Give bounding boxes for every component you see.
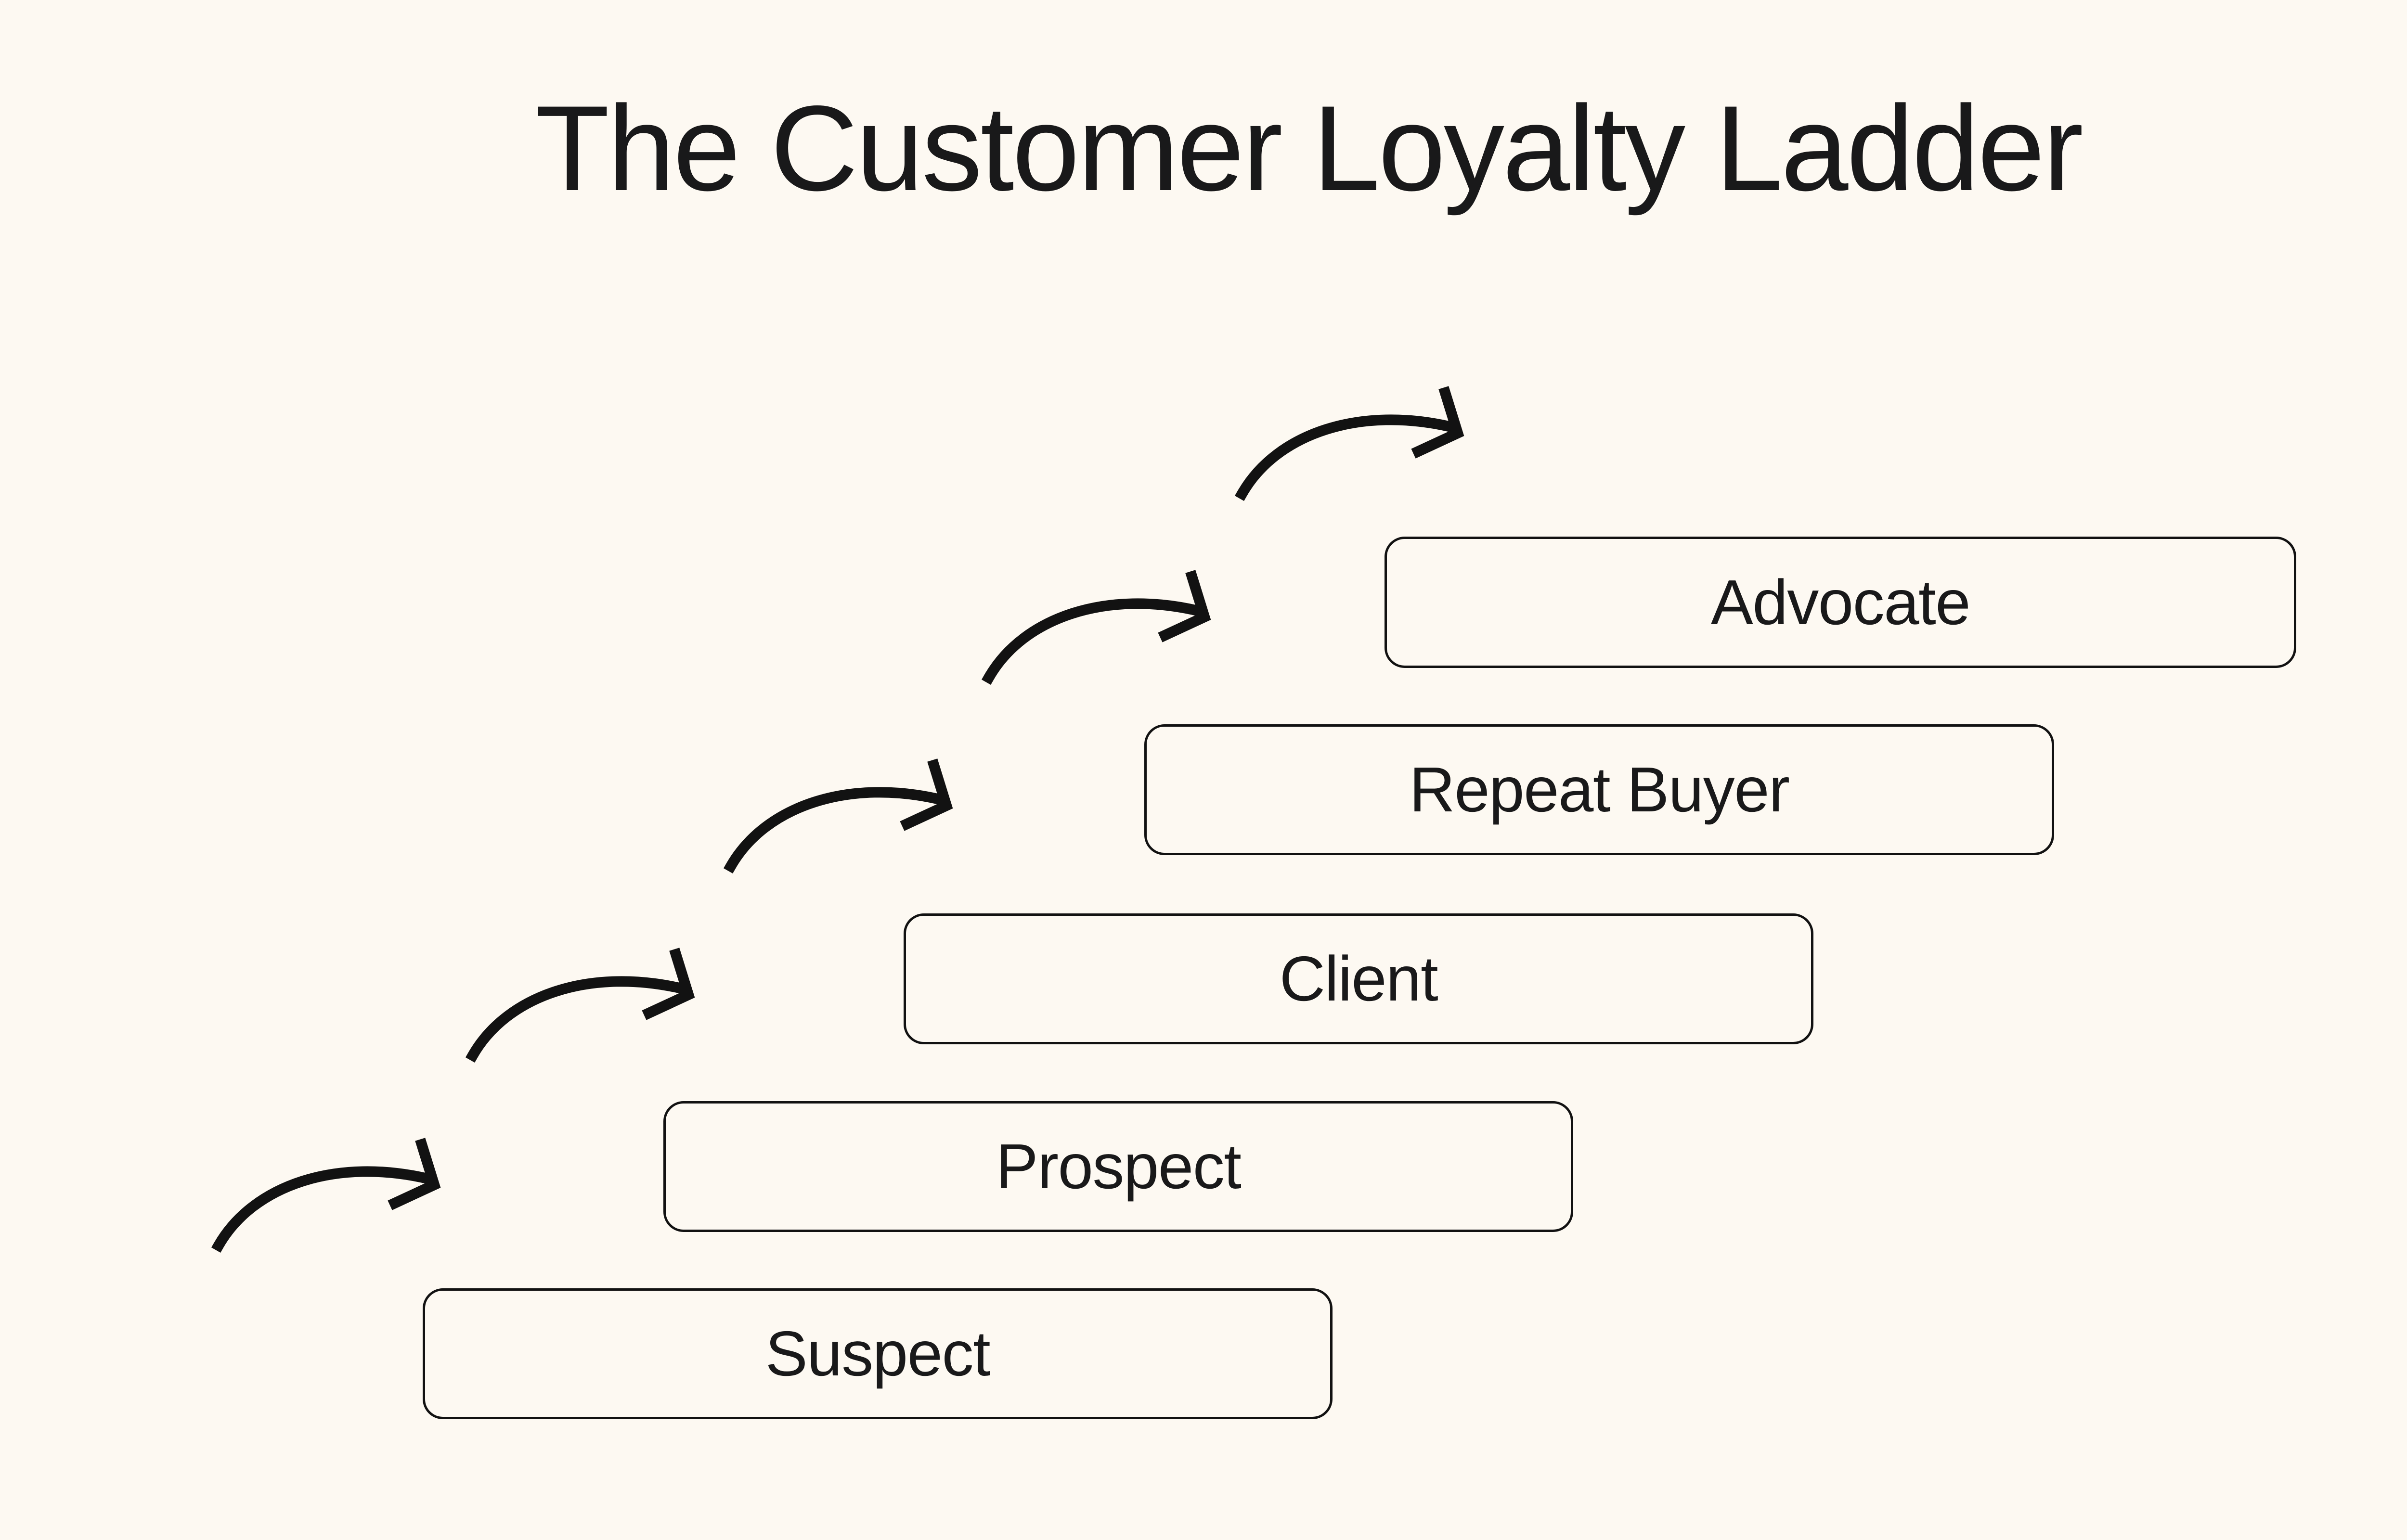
curved-arrow-up-right-icon	[981, 570, 1211, 685]
ladder-step-suspect[interactable]: Suspect	[423, 1288, 1333, 1419]
curved-arrow-up-right-icon	[723, 758, 953, 874]
arrow-advocate-onward	[1234, 374, 1524, 501]
arrow-prospect-to-client	[465, 936, 755, 1063]
ladder-step-label: Client	[1279, 943, 1438, 1014]
ladder-step-client[interactable]: Client	[904, 913, 1813, 1044]
ladder-step-repeat-buyer[interactable]: Repeat Buyer	[1144, 724, 2054, 855]
page-title: The Customer Loyalty Ladder	[535, 81, 2083, 216]
arrow-repeat-buyer-to-advocate	[981, 558, 1271, 685]
ladder-step-label: Suspect	[765, 1318, 991, 1389]
ladder-step-label: Advocate	[1710, 566, 1971, 638]
curved-arrow-up-right-icon	[1234, 386, 1464, 501]
ladder-step-label: Repeat Buyer	[1409, 754, 1790, 825]
arrow-client-to-repeat-buyer	[723, 747, 1013, 874]
curved-arrow-up-right-icon	[465, 948, 695, 1063]
ladder-step-label: Prospect	[996, 1131, 1242, 1202]
ladder-step-prospect[interactable]: Prospect	[663, 1101, 1573, 1232]
arrow-suspect-to-prospect	[211, 1126, 501, 1253]
curved-arrow-up-right-icon	[211, 1138, 441, 1253]
ladder-step-advocate[interactable]: Advocate	[1385, 537, 2296, 668]
